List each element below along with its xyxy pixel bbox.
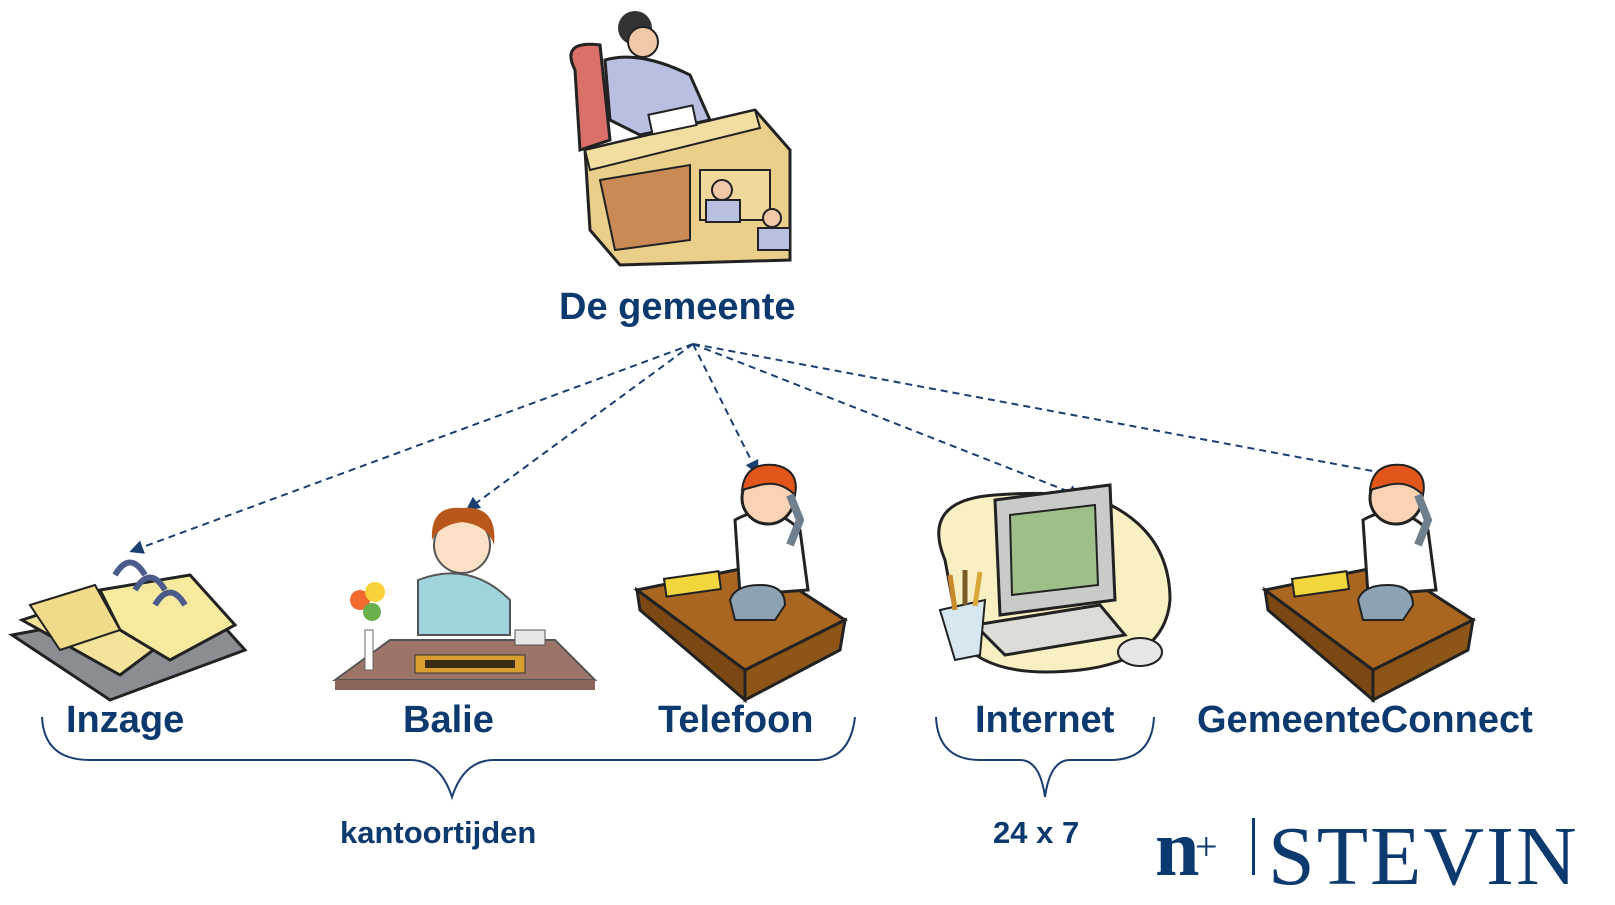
stevin-logo: n + [1155, 805, 1255, 875]
connector-arrows [129, 343, 1413, 554]
arrow-to-telefoon [692, 343, 759, 475]
channel-label-inzage: Inzage [66, 699, 185, 741]
logo-text: STEVIN [1268, 810, 1579, 903]
root-label: De gemeente [559, 286, 796, 328]
receptionist-icon [331, 507, 598, 690]
clerk-desk-icon [569, 11, 792, 267]
channel-label-telefoon: Telefoon [658, 699, 814, 741]
brace-kantoortijden [41, 716, 856, 801]
group-label-kantoortijden: kantoortijden [340, 815, 537, 850]
channel-label-gemeenteconnect: GemeenteConnect [1197, 699, 1533, 741]
binder-icon [8, 559, 248, 702]
diagram-canvas: n + De gemeente Inzage Balie Telefoon In… [8, 11, 1577, 903]
group-label-24x7: 24 x 7 [993, 815, 1080, 850]
brace-24x7 [935, 716, 1155, 798]
svg-text:+: + [1195, 824, 1218, 869]
diagram-graphics: n + [8, 11, 1477, 875]
arrow-to-balie [465, 343, 694, 511]
channel-label-internet: Internet [975, 699, 1115, 741]
phone-desk-icon-gemeenteconnect [1261, 463, 1477, 704]
arrow-to-gemeenteconnect [692, 343, 1413, 483]
phone-desk-icon [633, 463, 849, 704]
channel-label-balie: Balie [403, 699, 494, 741]
arrow-to-internet [692, 343, 1083, 499]
svg-text:n: n [1155, 805, 1200, 875]
arrow-to-inzage [129, 343, 694, 554]
computer-icon [937, 483, 1172, 674]
